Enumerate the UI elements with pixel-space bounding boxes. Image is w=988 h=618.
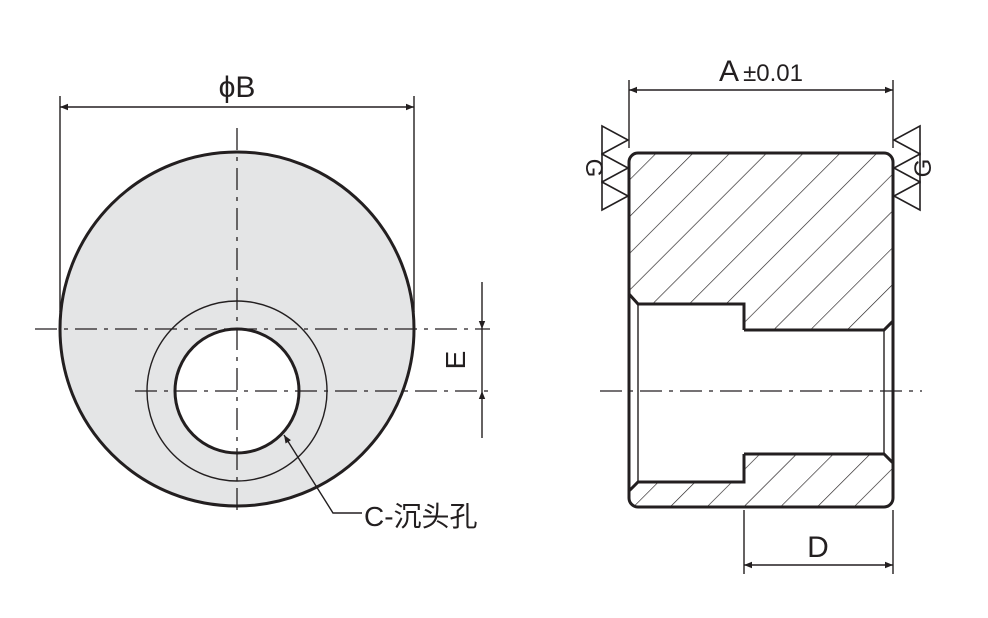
counterbore-leader — [283, 434, 362, 514]
finish-label-left: G — [580, 159, 607, 178]
length-label: A±0.01 — [719, 55, 803, 88]
finish-label-right: G — [910, 159, 937, 178]
counterbore-label: C-沉头孔 — [364, 501, 478, 532]
counterbore-cavity-bottom — [627, 454, 746, 493]
diameter-label: ϕB — [219, 71, 256, 104]
section-view: A±0.01 D G G — [580, 55, 937, 574]
lower-section-hatch — [629, 454, 893, 507]
counterbore-cavity-top — [627, 292, 746, 330]
body-outline — [627, 151, 895, 509]
offset-label: E — [440, 351, 471, 370]
length-tolerance: ±0.01 — [743, 60, 803, 87]
front-view: ϕB E C-沉头孔 — [35, 71, 490, 532]
upper-section-hatch — [629, 153, 893, 330]
bore-depth-label: D — [807, 531, 829, 564]
finish-symbol-right — [892, 124, 921, 212]
length-letter: A — [719, 55, 739, 88]
finish-symbol-left — [601, 124, 630, 212]
